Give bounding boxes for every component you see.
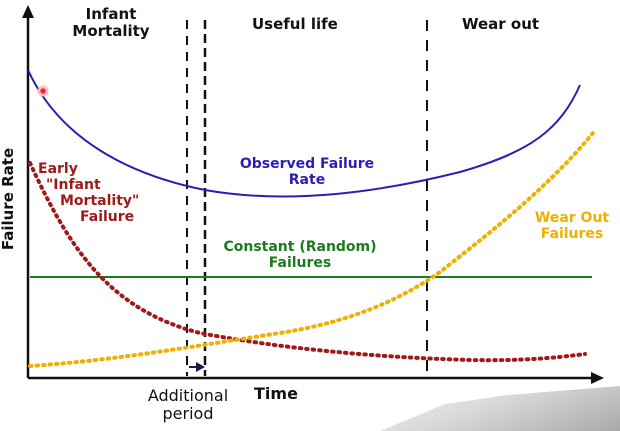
early-label-line4: Failure xyxy=(80,209,135,226)
early-failure-label: Early "Infant Mortality" Failure xyxy=(38,161,148,225)
additional-label-line1: Additional xyxy=(147,386,229,405)
early-label-line3: Mortality" xyxy=(60,193,140,210)
observed-label-line1: Observed Failure xyxy=(239,156,375,172)
additional-period-label: Additional period xyxy=(138,386,238,424)
observed-failure-rate-curve xyxy=(27,69,581,198)
cursor-highlight-icon xyxy=(37,85,49,97)
x-axis-arrow xyxy=(591,372,604,384)
infant-label-line1: Infant xyxy=(85,5,137,23)
wear-out-label: Wear out xyxy=(462,15,540,33)
y-axis-arrow xyxy=(22,5,34,18)
wear-out-failures-label: Wear Out Failures xyxy=(532,210,612,242)
additional-label-line2: period xyxy=(162,404,214,424)
constant-label-line1: Constant (Random) xyxy=(223,239,377,255)
x-axis-label: Time xyxy=(254,384,298,403)
constant-failures-label: Constant (Random) Failures xyxy=(214,239,386,271)
early-label-line1: Early xyxy=(38,161,78,177)
additional-period-arrowhead xyxy=(196,362,205,372)
infant-label-line2: Mortality xyxy=(72,22,150,41)
wear-out-failure-curve xyxy=(28,131,595,368)
wear-label-line2: Failures xyxy=(540,226,604,243)
constant-label-line2: Failures xyxy=(268,255,332,272)
early-label-line2: "Infant xyxy=(46,177,101,194)
y-axis-label: Failure Rate xyxy=(0,147,17,251)
observed-failure-rate-label: Observed Failure Rate xyxy=(232,156,382,188)
useful-life-label: Useful life xyxy=(252,15,338,33)
early-failure-curve xyxy=(28,161,587,363)
wear-label-line1: Wear Out xyxy=(534,210,610,226)
observed-label-line2: Rate xyxy=(288,172,326,189)
infant-mortality-label: Infant Mortality xyxy=(72,5,150,41)
